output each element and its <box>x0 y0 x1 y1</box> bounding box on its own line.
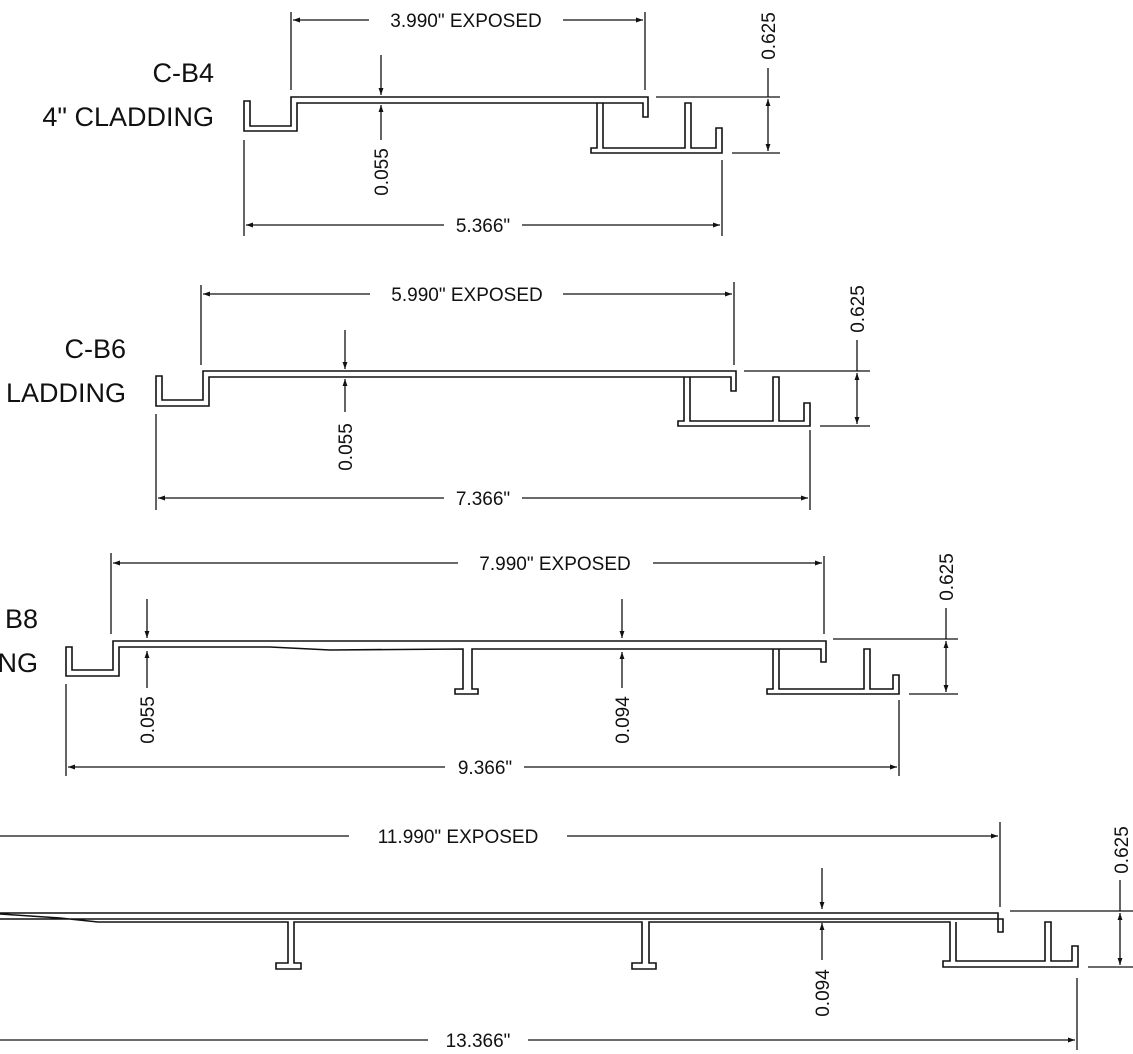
overall-dimension: 9.366" <box>458 758 512 779</box>
profile-name-label: LADDING <box>6 378 126 408</box>
profile-code-label: C-B4 <box>152 58 214 88</box>
profile-name-label: NG <box>0 648 38 678</box>
overall-dimension: 7.366" <box>456 489 510 510</box>
extrusion-profile <box>65 640 900 695</box>
exposed-dimension: 7.990" EXPOSED <box>479 554 630 575</box>
thickness-dimension: 0.055 <box>138 696 159 744</box>
extrusion-profile <box>0 912 1079 970</box>
profile-code-label: C-B6 <box>64 334 126 364</box>
exposed-dimension: 11.990" EXPOSED <box>378 827 539 848</box>
exposed-dimension: 5.990" EXPOSED <box>391 285 542 306</box>
overall-dimension: 5.366" <box>456 216 510 237</box>
profile-c-b8: B8 NG 7.990" EXPOSED 9.366" 0.055 0.094 … <box>0 553 958 779</box>
height-dimension: 0.625 <box>759 12 780 60</box>
web-thickness-dimension: 0.094 <box>813 969 834 1017</box>
height-dimension: 0.625 <box>937 553 958 601</box>
overall-dimension: 13.366" <box>446 1031 511 1052</box>
height-dimension: 0.625 <box>1112 826 1133 874</box>
height-dimension: 0.625 <box>848 285 869 333</box>
profile-code-label: B8 <box>5 604 38 634</box>
profile-c-b4: C-B4 4" CLADDING 3.990" EXPOSED 5.366" 0… <box>42 11 780 237</box>
web-thickness-dimension: 0.094 <box>613 696 634 744</box>
profile-name-label: 4" CLADDING <box>42 102 214 132</box>
profile-c-b12: 11.990" EXPOSED 13.366" 0.094 0.625 <box>0 822 1133 1052</box>
thickness-dimension: 0.055 <box>336 423 357 471</box>
extrusion-profile <box>243 96 723 154</box>
extrusion-profile <box>155 370 811 427</box>
exposed-dimension: 3.990" EXPOSED <box>390 11 541 32</box>
profile-c-b6: C-B6 LADDING 5.990" EXPOSED 7.366" 0.055… <box>6 282 870 510</box>
thickness-dimension: 0.055 <box>372 148 393 196</box>
